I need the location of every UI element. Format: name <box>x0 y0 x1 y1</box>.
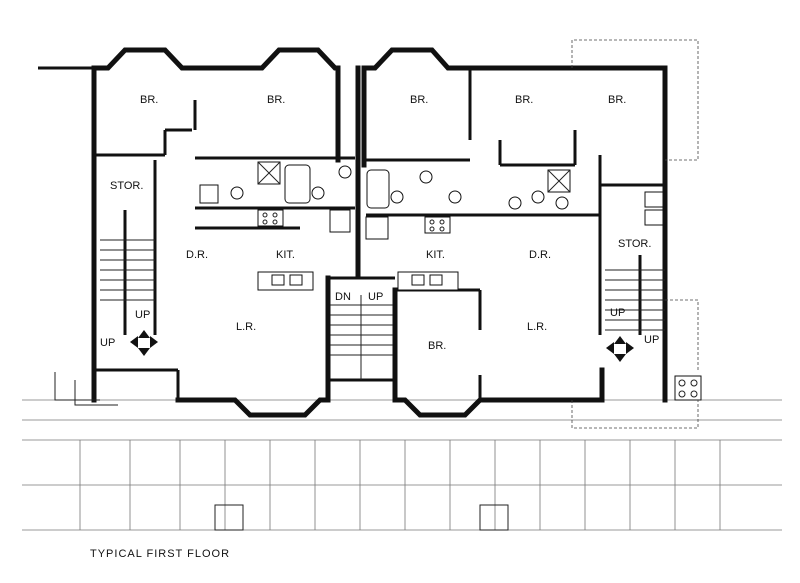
exterior-walls <box>38 47 668 418</box>
stairs <box>100 239 665 380</box>
storage-label: STOR. <box>110 180 143 192</box>
bedroom-label: BR. <box>140 94 158 106</box>
stair-up-label: UP <box>368 291 383 303</box>
bedroom-label: BR. <box>608 94 626 106</box>
storage-label: STOR. <box>618 238 651 250</box>
stair-up-label: UP <box>644 334 659 346</box>
stair-up-label: UP <box>610 307 625 319</box>
bedroom-label: BR. <box>267 94 285 106</box>
dining-room-label: D.R. <box>529 249 551 261</box>
dining-room-label: D.R. <box>186 249 208 261</box>
living-room-label: L.R. <box>236 321 256 333</box>
stair-up-label: UP <box>135 309 150 321</box>
room-labels: BR. BR. BR. BR. BR. BR. STOR. STOR. D.R.… <box>110 94 651 352</box>
bedroom-label: BR. <box>410 94 428 106</box>
interior-walls <box>94 68 665 400</box>
paving-grid <box>22 399 782 531</box>
bedroom-label: BR. <box>515 94 533 106</box>
stair-down-label: DN <box>335 291 351 303</box>
stair-up-label: UP <box>100 337 115 349</box>
dashed-outlines <box>54 39 699 429</box>
fixtures <box>199 161 702 401</box>
living-room-label: L.R. <box>527 321 547 333</box>
drawing-caption: TYPICAL FIRST FLOOR <box>90 548 230 560</box>
kitchen-label: KIT. <box>426 249 445 261</box>
stair-labels: DN UP UP UP UP UP <box>100 291 659 349</box>
bedroom-label: BR. <box>428 340 446 352</box>
kitchen-label: KIT. <box>276 249 295 261</box>
